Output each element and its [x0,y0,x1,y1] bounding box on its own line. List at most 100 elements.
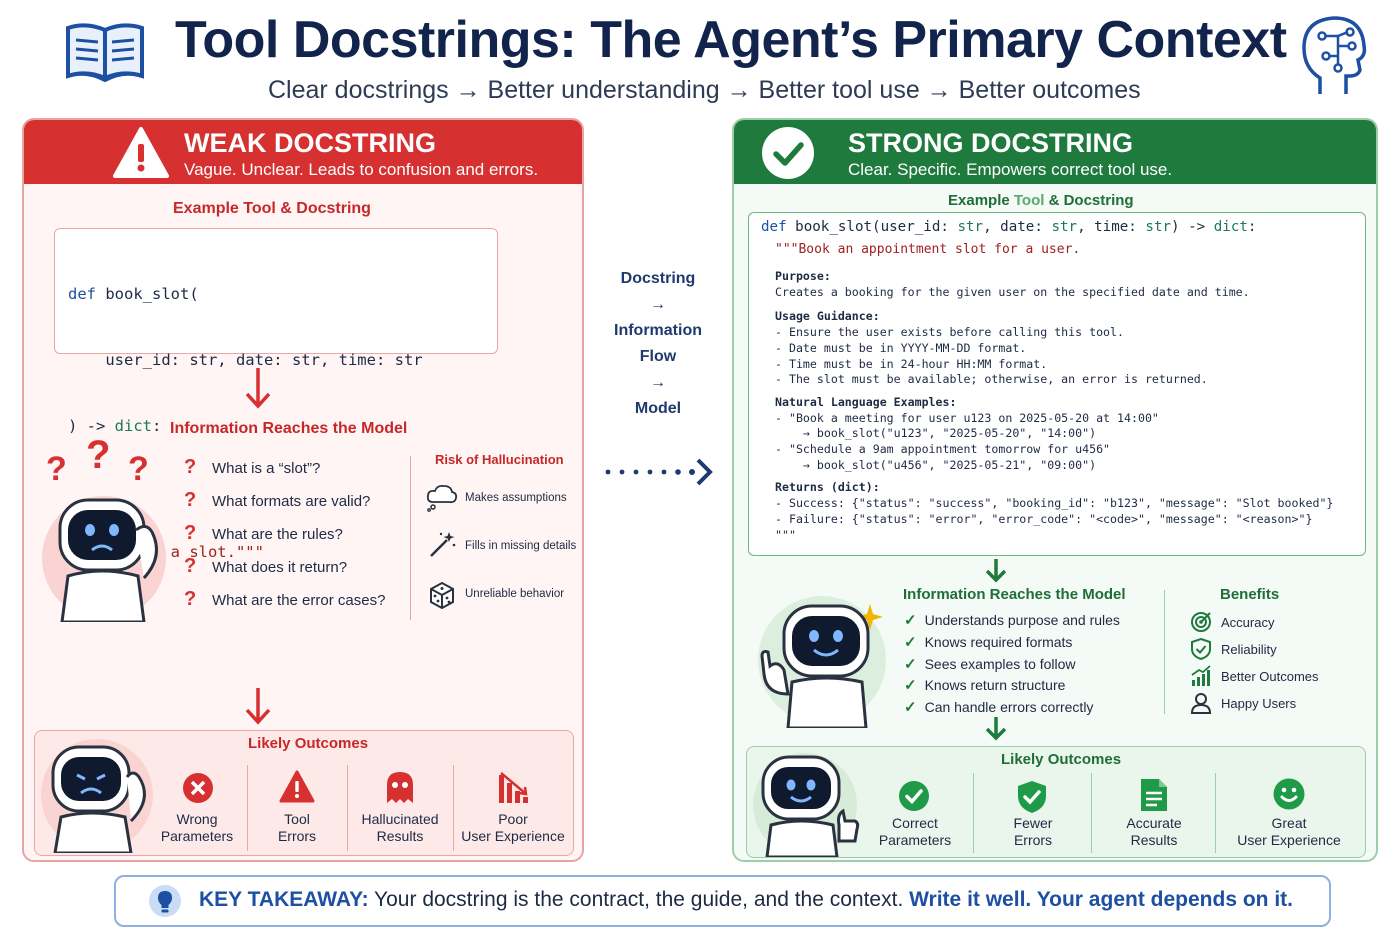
weak-info-title: Information Reaches the Model [170,420,408,437]
check-circle-icon [897,779,931,813]
code-signature: def book_slot(user_id: str, date: str, t… [761,219,1257,235]
question-mark-icon: ? [184,555,197,577]
document-icon [1139,777,1169,813]
sad-robot-illustration [39,737,159,855]
checkmark-icon: ✓ [904,677,917,695]
strong-docstring-panel: STRONG DOCSTRING Clear. Specific. Empowe… [732,118,1378,862]
code-line: Usage Guidance: [775,309,880,324]
risk-item: Makes assumptions [465,492,567,504]
benefit-item: Accuracy [1221,615,1275,630]
strong-banner: STRONG DOCSTRING Clear. Specific. Empowe… [734,120,1376,184]
svg-text:?: ? [128,450,149,488]
strong-example-title: Example Tool & Docstring [948,192,1134,209]
page-title: Tool Docstrings: The Agent’s Primary Con… [175,11,1287,69]
code-return-arrow: ) -> [68,417,115,435]
question-mark-icon: ? [184,456,197,478]
x-circle-icon [181,771,215,805]
strong-outcomes-title: Likely Outcomes [1001,751,1122,768]
strong-subheading: Clear. Specific. Empowers correct tool u… [848,160,1173,179]
divider [1215,773,1216,853]
risk-title: Risk of Hallucination [435,452,564,467]
warning-icon [112,126,170,180]
code-line: """ [775,527,796,542]
code-line: Returns (dict): [775,480,880,495]
question-mark-icon: ? [184,588,197,610]
brain-head-icon [1298,12,1370,98]
takeaway-text: KEY TAKEAWAY: Your docstring is the cont… [199,888,1293,912]
checkmark-icon: ✓ [904,633,917,651]
weak-heading: WEAK DOCSTRING [184,128,436,158]
rising-chart-icon [1190,665,1212,687]
lightbulb-icon [148,884,182,918]
benefit-item: Happy Users [1221,696,1297,711]
code-line: - Date must be in YYYY-MM-DD format. [775,340,1027,355]
code-line: Purpose: [775,269,831,283]
risk-item: Fills in missing details [465,540,577,552]
weak-outcomes-title: Likely Outcomes [248,735,369,752]
benefit-item: Better Outcomes [1221,669,1319,684]
down-arrow-icon [984,558,1008,584]
benefit-item: Reliability [1221,642,1277,657]
check-list: ✓Understands purpose and rules ✓Knows re… [904,610,1120,719]
list-item: ✓Understands purpose and rules [904,612,1120,629]
shield-check-icon [1190,637,1212,661]
smiley-icon [1272,777,1306,811]
dice-icon [427,580,457,610]
weak-code-block: def book_slot( user_id: str, date: str, … [54,228,498,561]
flow-arrow: → [650,296,666,313]
flow-line: Flow [639,348,677,365]
key-takeaway-banner: KEY TAKEAWAY: Your docstring is the cont… [114,875,1331,927]
takeaway-label: KEY TAKEAWAY: [199,888,369,911]
code-return-type: dict [114,417,152,435]
code-line: - The slot must be available; otherwise,… [775,372,1208,387]
code-line: - "Book a meeting for user u123 on 2025-… [775,410,1159,425]
book-icon [64,20,146,84]
takeaway-body: Your docstring is the contract, the guid… [368,888,910,911]
divider [453,765,454,851]
list-item: ?What are the error cases? [184,588,386,610]
list-item: ?What is a “slot”? [184,456,321,478]
thought-cloud-icon [425,482,459,512]
down-arrow-icon [244,366,272,410]
weak-example-title: Example Tool & Docstring [173,200,371,217]
list-item: ?What are the rules? [184,522,343,544]
code-line [775,388,1333,395]
question-mark-icon: ? [184,489,197,511]
code-line: - Time must be in 24-hour HH:MM format. [775,356,1048,371]
check-circle-icon [760,125,816,181]
warning-icon [279,769,315,805]
divider [347,765,348,851]
code-params: user_id: str, date: str, time: str [68,351,423,369]
divider [247,765,248,851]
code-line: - Failure: {"status": "error", "error_co… [775,511,1313,526]
list-item: ?What does it return? [184,555,348,577]
weak-docstring-panel: WEAK DOCSTRING Vague. Unclear. Leads to … [22,118,584,862]
strong-heading: STRONG DOCSTRING [848,128,1134,158]
dotted-arrow-icon [600,456,716,488]
divider [1164,590,1165,714]
flow-line: Model [634,400,682,417]
page-subtitle: Clear docstrings → Better understanding … [268,76,1141,104]
code-docstring-body: Purpose: Creates a booking for the given… [775,269,1333,543]
declining-chart-icon [495,769,531,805]
list-item: ✓Sees examples to follow [904,655,1076,673]
flow-line: Information [614,322,702,339]
benefits-title: Benefits [1220,586,1280,603]
confused-robot-illustration: ? ? ? [32,433,182,624]
code-def-keyword: def [68,285,96,303]
flow-line: Docstring [620,270,696,287]
checkmark-icon: ✓ [904,612,917,629]
svg-text:?: ? [86,436,110,477]
divider [410,456,411,620]
code-docstring-summary: """Book an appointment slot for a user. [775,242,1081,257]
list-item: ?What formats are valid? [184,489,371,511]
list-item: ✓Knows return structure [904,677,1066,695]
strong-info-title: Information Reaches the Model [903,586,1126,603]
weak-subheading: Vague. Unclear. Leads to confusion and e… [184,160,539,179]
